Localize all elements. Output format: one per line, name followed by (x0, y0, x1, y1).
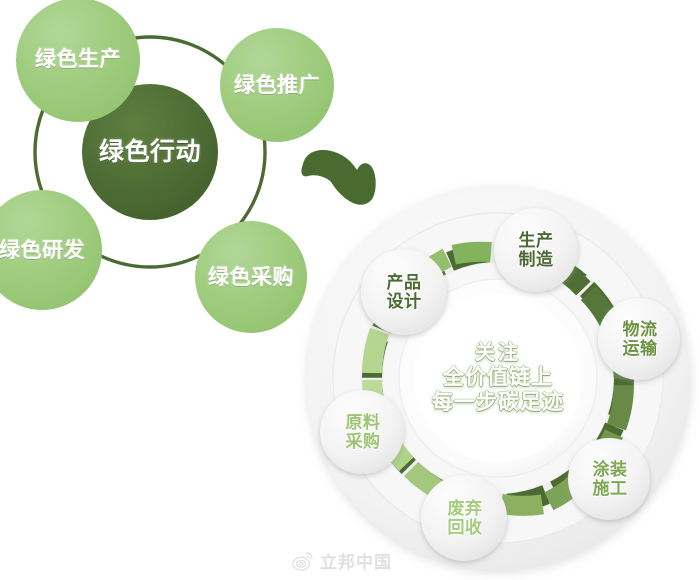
arc-seg-5 (606, 384, 634, 431)
curved-arrow (301, 150, 376, 205)
node-bubble-raw-material-procurement[interactable] (320, 390, 404, 474)
satellite-green-promotion[interactable] (220, 28, 334, 142)
satellite-green-production[interactable] (16, 0, 140, 122)
node-bubble-product-design[interactable] (361, 249, 447, 335)
node-bubble-waste-recycling[interactable] (421, 475, 507, 561)
arc-seg-13 (362, 327, 390, 374)
green-action-connector-ring (33, 35, 267, 269)
green-action-core-circle[interactable] (82, 84, 218, 220)
arc-seg-16 (451, 241, 492, 265)
arc-seg-8 (499, 494, 544, 516)
node-bubble-production-manufacturing[interactable] (494, 208, 578, 292)
node-bubble-logistics-transport[interactable] (598, 298, 680, 380)
curved-arrow-shape (301, 150, 376, 205)
value-chain-ring (306, 186, 690, 570)
satellite-green-rnd[interactable] (0, 190, 102, 310)
satellite-green-procurement[interactable] (195, 221, 307, 333)
green-action-cluster (0, 0, 334, 333)
inner-disc-highlight (414, 294, 582, 462)
node-bubble-coating-construction[interactable] (568, 438, 650, 520)
